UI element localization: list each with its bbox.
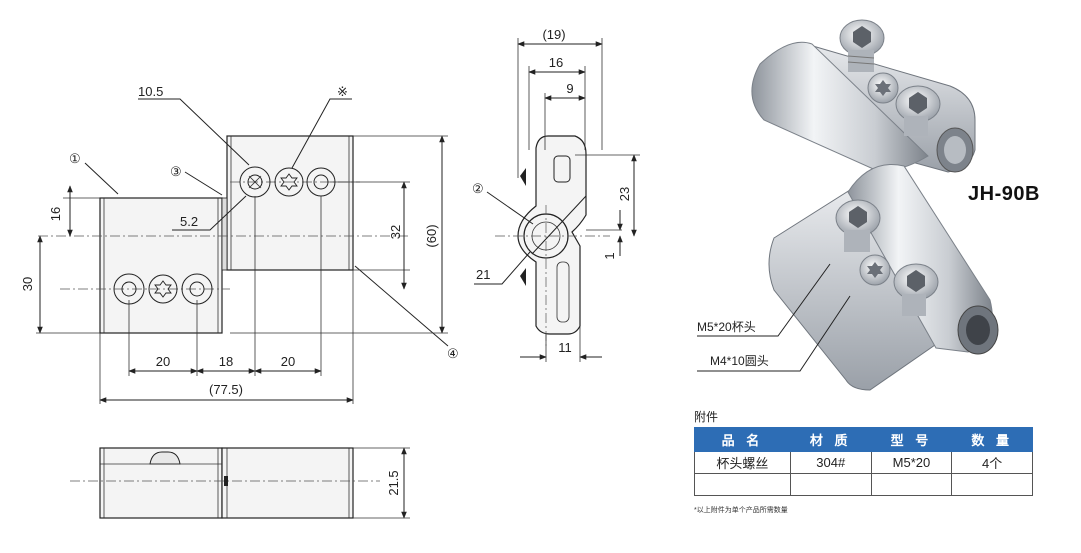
dim-18: 18 bbox=[219, 354, 233, 369]
dim-19: (19) bbox=[542, 27, 565, 42]
label-m4-screw: M4*10圆头 bbox=[710, 354, 769, 368]
table-row: 杯头螺丝 304# M5*20 4个 bbox=[694, 451, 1033, 474]
callout-4: ④ bbox=[447, 346, 459, 361]
front-right-leaf bbox=[226, 135, 354, 271]
front-hole-5 bbox=[148, 274, 178, 304]
cell-quantity bbox=[951, 473, 1033, 496]
accessories-caption: 附件 bbox=[694, 410, 719, 424]
screw-head-5 bbox=[859, 254, 891, 286]
screw-head-6 bbox=[893, 263, 939, 316]
dim-60: (60) bbox=[424, 224, 439, 247]
accessories-table: 品 名 材 质 型 号 数 量 杯头螺丝 304# M5*20 4个 bbox=[694, 427, 1033, 496]
bottom-view: 21.5 bbox=[70, 447, 410, 519]
callout-1: ① bbox=[69, 151, 81, 166]
dim-77-5: (77.5) bbox=[209, 382, 243, 397]
front-hole-2 bbox=[274, 167, 304, 197]
screw-head-4 bbox=[835, 199, 881, 252]
callout-2: ② bbox=[472, 181, 484, 196]
dim-32: 32 bbox=[388, 225, 403, 239]
cell-material bbox=[789, 473, 872, 496]
header-model: 型 号 bbox=[870, 427, 953, 452]
dim-21-5: 21.5 bbox=[386, 470, 401, 495]
cell-name bbox=[694, 473, 791, 496]
header-name: 品 名 bbox=[694, 427, 791, 452]
dim-5-2: 5.2 bbox=[180, 214, 198, 229]
table-header-row: 品 名 材 质 型 号 数 量 bbox=[694, 427, 1033, 452]
table-row bbox=[694, 473, 1033, 496]
screw-head-3 bbox=[895, 85, 941, 136]
header-quantity: 数 量 bbox=[951, 427, 1033, 452]
dim-23: 23 bbox=[617, 187, 632, 201]
product-image bbox=[697, 19, 999, 391]
dim-10-5: 10.5 bbox=[138, 84, 163, 99]
side-view: (19) 16 9 23 1 21 ② 11 bbox=[472, 27, 640, 362]
dim-11: 11 bbox=[558, 340, 572, 355]
model-number: JH-90B bbox=[968, 183, 1040, 205]
dim-9: 9 bbox=[566, 81, 573, 96]
dim-20-b: 20 bbox=[281, 354, 295, 369]
cell-material: 304# bbox=[789, 451, 872, 474]
accessories-note: *以上附件为单个产品所需数量 bbox=[694, 507, 788, 514]
screw-head-2 bbox=[867, 72, 899, 104]
cell-quantity: 4个 bbox=[951, 451, 1033, 474]
dim-special-mark: ※ bbox=[337, 84, 348, 99]
dim-16: 16 bbox=[48, 207, 63, 221]
callout-3: ③ bbox=[170, 164, 182, 179]
cell-model bbox=[870, 473, 953, 496]
cell-name: 杯头螺丝 bbox=[694, 451, 791, 474]
screw-head-1 bbox=[839, 19, 885, 72]
front-left-leaf bbox=[99, 197, 223, 334]
dim-1: 1 bbox=[602, 252, 617, 259]
dim-16-side: 16 bbox=[549, 55, 563, 70]
dim-20-a: 20 bbox=[156, 354, 170, 369]
label-m5-screw: M5*20杯头 bbox=[697, 320, 756, 334]
dim-30: 30 bbox=[20, 277, 35, 291]
dim-21: 21 bbox=[476, 267, 490, 282]
header-material: 材 质 bbox=[789, 427, 872, 452]
cell-model: M5*20 bbox=[870, 451, 953, 474]
front-view: 10.5 ※ ① ③ ④ 16 30 5.2 32 (60) bbox=[20, 84, 459, 404]
